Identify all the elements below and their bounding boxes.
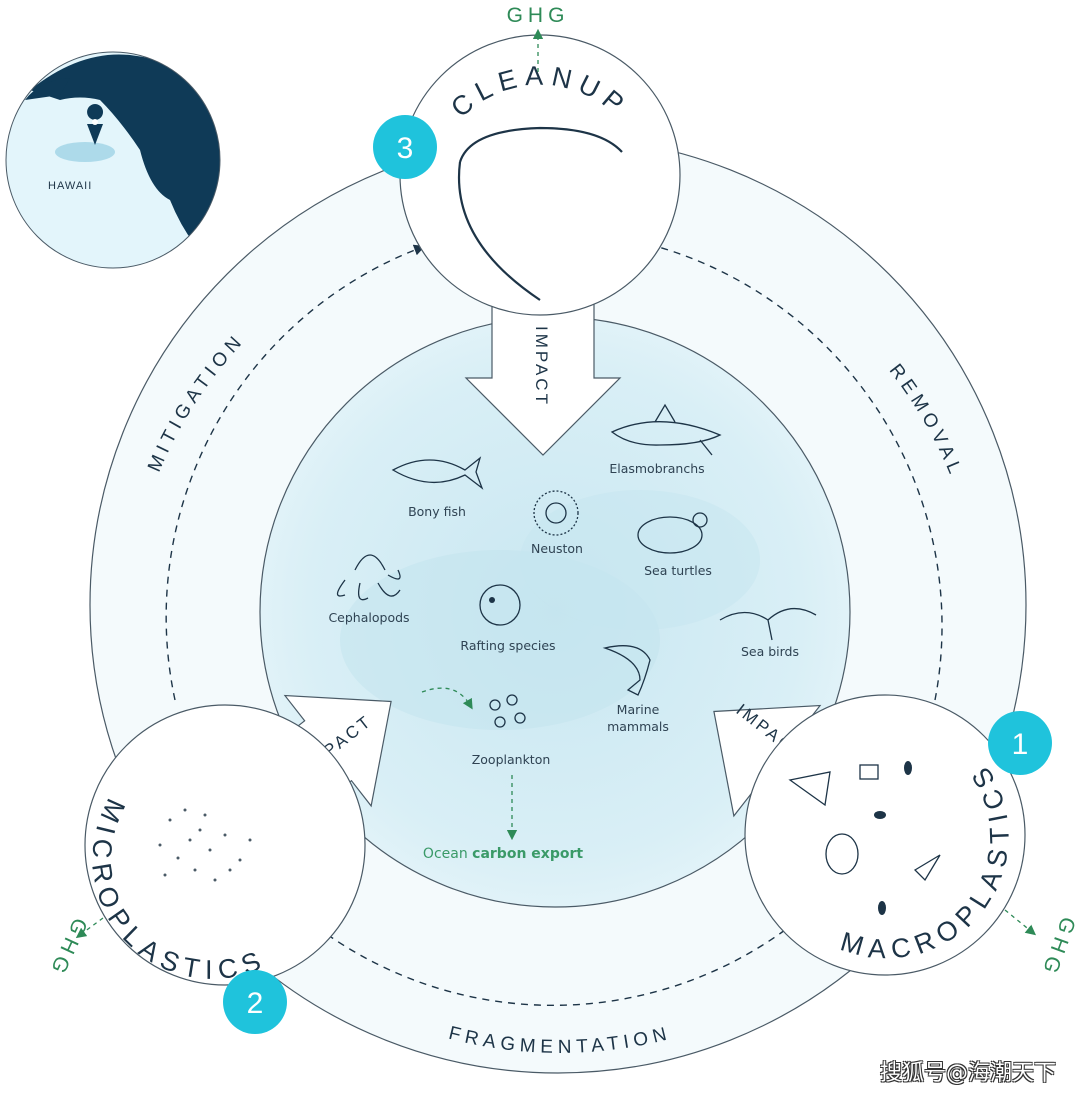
species-neuston: Neuston xyxy=(531,490,583,556)
svg-text:Cephalopods: Cephalopods xyxy=(328,610,409,625)
svg-text:Zooplankton: Zooplankton xyxy=(472,752,551,767)
svg-text:Rafting species: Rafting species xyxy=(460,638,555,653)
stage-microplastics: MICROPLASTICS xyxy=(84,704,366,986)
mitigation-flow-arrow xyxy=(165,244,426,701)
svg-text:1: 1 xyxy=(1012,728,1029,761)
species-sea-turtles: Sea turtles xyxy=(637,512,712,578)
hawaii-label: HAWAII xyxy=(48,180,92,192)
ghg-label-cleanup: GHG xyxy=(507,4,570,27)
stage-badge-3: 3 xyxy=(373,115,437,179)
macroplastic-debris-icon xyxy=(788,761,941,915)
neuston-icon xyxy=(533,490,579,536)
ghg-label-macroplastics: GHG xyxy=(1037,914,1080,981)
fragmentation-flow-arrow xyxy=(293,908,786,1007)
ghg-label-microplastics: GHG xyxy=(44,914,91,981)
svg-text:mammals: mammals xyxy=(607,719,669,734)
carbon-export-label: Ocean carbon export xyxy=(423,846,583,862)
species-rafting: Rafting species xyxy=(460,584,556,653)
svg-text:2: 2 xyxy=(247,987,264,1020)
removal-flow-arrow xyxy=(634,237,943,701)
stage-cleanup: CLEANUP xyxy=(399,34,681,316)
species-marine-mammals: Marine mammals xyxy=(602,645,669,734)
species-cephalopods: Cephalopods xyxy=(328,554,410,625)
svg-text:Sea birds: Sea birds xyxy=(741,644,799,659)
watermark: 搜狐号@海潮天下 xyxy=(879,1061,1056,1086)
ghg-arrow-macroplastics xyxy=(1004,909,1037,936)
species-sea-birds: Sea birds xyxy=(719,608,817,659)
svg-text:Elasmobranchs: Elasmobranchs xyxy=(609,461,704,476)
species-elasmobranchs: Elasmobranchs xyxy=(609,403,722,476)
turtle-icon xyxy=(637,516,703,554)
fish-icon xyxy=(391,456,484,490)
svg-text:Sea turtles: Sea turtles xyxy=(644,563,712,578)
bird-icon xyxy=(719,608,817,641)
impact-label-top: IMPACT xyxy=(532,326,551,407)
svg-text:Marine: Marine xyxy=(617,702,660,717)
stage-macroplastics: MACROPLASTICS xyxy=(744,694,1026,976)
stage-badge-2: 2 xyxy=(223,970,287,1034)
octopus-icon xyxy=(336,554,401,601)
north-america-landmass xyxy=(25,54,220,245)
svg-text:Neuston: Neuston xyxy=(531,541,583,556)
shark-icon xyxy=(610,403,722,456)
zooplankton-icon xyxy=(489,694,526,728)
stage-badge-1: 1 xyxy=(988,711,1052,775)
microplastic-particles-icon xyxy=(158,808,252,882)
garbage-patch-area xyxy=(55,142,115,162)
impact-arrow-top: IMPACT xyxy=(464,289,622,456)
zooplankton-intake-arrow xyxy=(421,687,473,710)
svg-text:Bony fish: Bony fish xyxy=(408,504,466,519)
species-zooplankton: Zooplankton xyxy=(472,694,551,767)
rafting-icon xyxy=(479,584,521,626)
species-bony-fish: Bony fish xyxy=(391,456,484,519)
location-globe: HAWAII xyxy=(5,51,221,269)
dolphin-icon xyxy=(602,645,651,696)
svg-text:3: 3 xyxy=(397,132,414,165)
cleanup-system-icon xyxy=(457,126,623,301)
